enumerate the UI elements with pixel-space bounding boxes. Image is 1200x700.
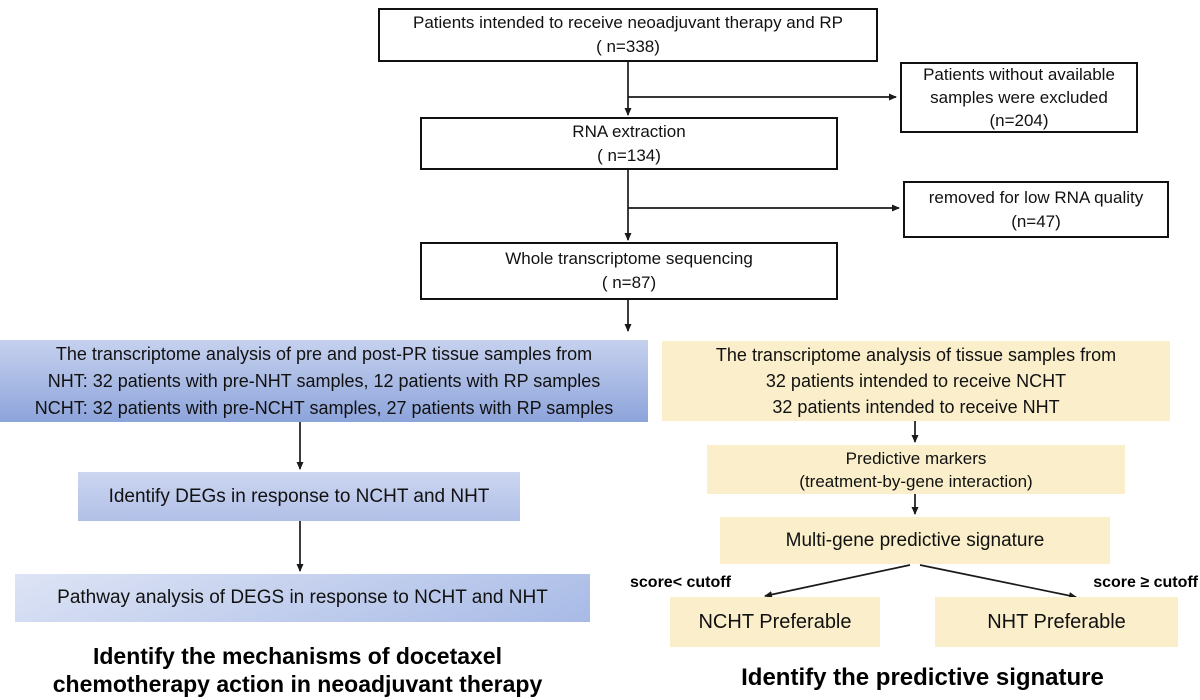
- markers-line2: (treatment-by-gene interaction): [799, 471, 1033, 491]
- predictive-sample-analysis-box: The transcriptome analysis of tissue sam…: [662, 341, 1170, 421]
- low-quality-removed-box: removed for low RNA quality (n=47): [903, 181, 1169, 238]
- multi-gene-signature-box: Multi-gene predictive signature: [720, 517, 1110, 564]
- score-above-cutoff-label: score ≥ cutoff: [1093, 574, 1198, 591]
- right-analysis-line1: The transcriptome analysis of tissue sam…: [715, 345, 1117, 365]
- enrollment-box: Patients intended to receive neoadjuvant…: [378, 8, 878, 62]
- degs-label: Identify DEGs in response to NCHT and NH…: [108, 485, 490, 507]
- rna-extraction-box: RNA extraction ( n=134): [420, 117, 838, 170]
- pathway-analysis-box: Pathway analysis of DEGS in response to …: [15, 574, 590, 622]
- right-analysis-line2: 32 patients intended to receive NCHT: [765, 371, 1067, 391]
- signature-label: Multi-gene predictive signature: [785, 529, 1045, 551]
- identify-degs-box: Identify DEGs in response to NCHT and NH…: [78, 472, 520, 521]
- sequencing-line2: ( n=87): [601, 273, 657, 292]
- nht-preferable-label: NHT Preferable: [987, 610, 1126, 633]
- predictive-markers-box: Predictive markers (treatment-by-gene in…: [707, 445, 1125, 494]
- left-caption-line1: Identify the mechanisms of docetaxel: [92, 643, 502, 669]
- excluded-line2: samples were excluded: [930, 88, 1108, 107]
- sequencing-box: Whole transcriptome sequencing ( n=87): [420, 242, 838, 300]
- left-caption-line2: chemotherapy action in neoadjuvant thera…: [52, 671, 543, 697]
- enrollment-line1: Patients intended to receive neoadjuvant…: [412, 13, 843, 32]
- enrollment-line2: ( n=338): [596, 37, 660, 56]
- nht-preferable-box: NHT Preferable: [935, 597, 1178, 647]
- pathway-label: Pathway analysis of DEGS in response to …: [57, 587, 548, 608]
- score-below-cutoff-label: score< cutoff: [630, 574, 731, 591]
- left-analysis-line2: NHT: 32 patients with pre-NHT samples, 1…: [47, 370, 601, 391]
- rna-line1: RNA extraction: [572, 121, 686, 141]
- rna-line2: ( n=134): [597, 145, 661, 165]
- excluded-samples-box: Patients without available samples were …: [900, 62, 1138, 133]
- right-branch-caption: Identify the predictive signature: [741, 664, 1104, 691]
- removed-line2: (n=47): [1011, 211, 1061, 231]
- nht-ncht-sample-analysis-box: The transcriptome analysis of pre and po…: [0, 340, 648, 422]
- excluded-line3: (n=204): [989, 111, 1049, 130]
- ncht-preferable-box: NCHT Preferable: [670, 597, 880, 647]
- left-branch-caption: Identify the mechanisms of docetaxel che…: [0, 642, 595, 698]
- sequencing-line1: Whole transcriptome sequencing: [505, 249, 753, 268]
- right-analysis-line3: 32 patients intended to receive NHT: [772, 397, 1060, 417]
- excluded-line1: Patients without available: [923, 65, 1115, 84]
- ncht-preferable-label: NCHT Preferable: [698, 610, 852, 633]
- left-analysis-line3: NCHT: 32 patients with pre-NCHT samples,…: [34, 397, 614, 418]
- markers-line1: Predictive markers: [845, 448, 987, 468]
- left-analysis-line1: The transcriptome analysis of pre and po…: [55, 343, 593, 364]
- removed-line1: removed for low RNA quality: [928, 187, 1144, 207]
